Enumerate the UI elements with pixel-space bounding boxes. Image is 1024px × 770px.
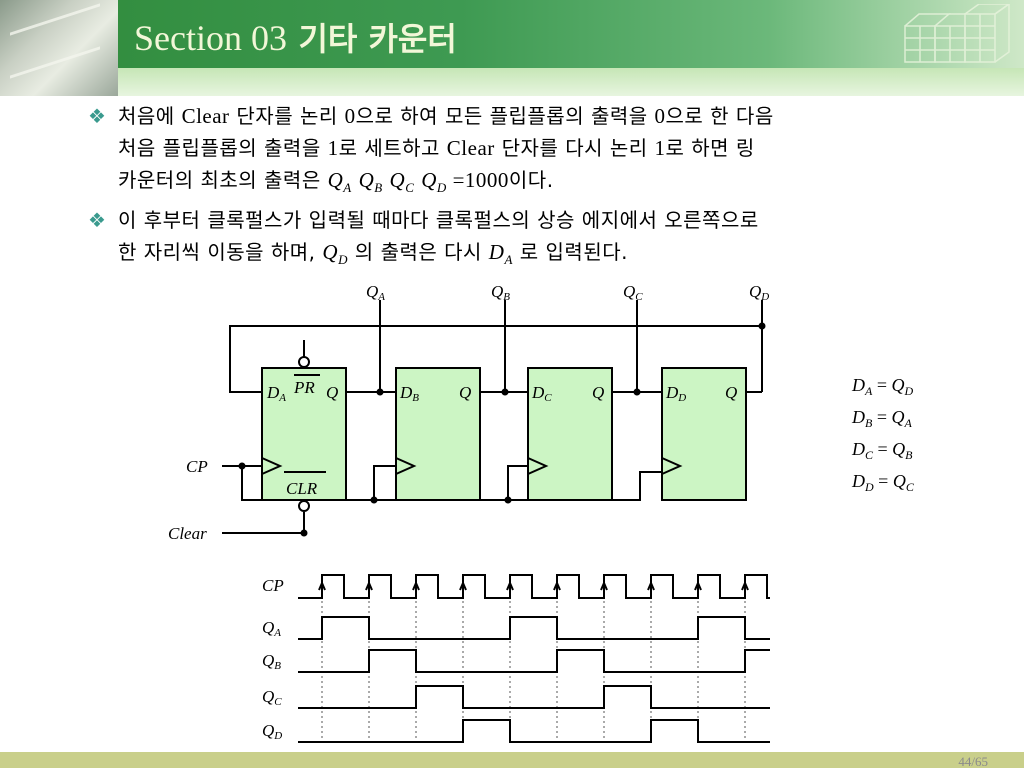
diamond-bullet-icon: ❖ (88, 104, 107, 128)
qd-symbol: QD (421, 168, 447, 196)
ff-b-q-label: Q (459, 383, 471, 402)
clock-rising-arrow (412, 580, 420, 591)
junction-dot (501, 388, 509, 396)
bullet-1-line-2: 처음 플립플롭의 출력을 1로 세트하고 Clear 단자를 다시 논리 1로 … (118, 136, 755, 160)
header-subbar (118, 68, 1024, 96)
ff-c-d-label: DC (531, 383, 552, 404)
equation-4: DD = QC (851, 471, 915, 494)
da-symbol: DA (488, 240, 513, 268)
feedback-wire (229, 325, 762, 393)
clock-rising-arrow (647, 580, 655, 591)
qc-waveform (298, 685, 770, 709)
junction-dot (758, 322, 766, 330)
bullet-2-line-1: 이 후부터 클록펄스가 입력될 때마다 클록펄스의 상승 에지에서 오른쪽으로 (118, 208, 759, 233)
cube-blocks-icon (904, 4, 1011, 63)
junction-dot (238, 462, 246, 470)
clock-triangle-c (527, 457, 549, 475)
ff-a-d-label: DA (266, 383, 286, 404)
qd-waveform (298, 719, 770, 743)
timing-label-3: QC (262, 687, 282, 708)
clock-rising-arrow (506, 580, 514, 591)
page-number: 44/65 (958, 754, 988, 769)
equation-1: DA = QD (851, 375, 914, 398)
clear-wire (222, 512, 305, 534)
timing-diagram: CP QA QB QC QD (262, 574, 770, 745)
clock-rising-arrow (365, 580, 373, 591)
junction-dot (370, 496, 378, 504)
junction-dot (300, 529, 308, 537)
ff-b-d-label: DB (399, 383, 419, 404)
clock-triangle-a (261, 457, 283, 475)
pr-bubble (298, 356, 310, 368)
section-title: 기타 카운터 (298, 20, 457, 58)
clock-rising-arrow (741, 580, 749, 591)
clock-rising-arrow (694, 580, 702, 591)
ff-a-pr-label: PR (293, 378, 315, 397)
diamond-bullet-icon: ❖ (88, 208, 107, 233)
page-title: Section 03 기타 카운터 (134, 14, 457, 60)
junction-dot (633, 388, 641, 396)
qd-symbol: QD (322, 240, 348, 268)
cp-waveform (298, 574, 770, 599)
header-photo (0, 0, 118, 96)
clock-rising-arrow (318, 580, 326, 591)
cp-label: CP (186, 457, 208, 476)
qa-label: QA (366, 282, 385, 303)
timing-label-4: QD (262, 721, 282, 742)
ff-c-q-label: Q (592, 383, 604, 402)
clock-rising-arrow (600, 580, 608, 591)
qb-waveform (298, 649, 770, 673)
bullet-1-line-1: 처음에 Clear 단자를 논리 0으로 하여 모든 플립플롭의 출력을 0으로… (118, 104, 774, 128)
bullet-1: ❖ 처음에 Clear 단자를 논리 0으로 하여 모든 플립플롭의 출력을 0… (88, 100, 988, 204)
flip-flop-c (527, 367, 613, 501)
clr-bubble (298, 500, 310, 512)
ff-a-clr-label: CLR (286, 479, 318, 498)
flip-flop-d (661, 367, 747, 501)
ff-d-q-label: Q (725, 383, 737, 402)
junction-dot (504, 496, 512, 504)
clock-triangle-b (395, 457, 417, 475)
clock-rising-arrow (553, 580, 561, 591)
bullet-2: ❖ 이 후부터 클록펄스가 입력될 때마다 클록펄스의 상승 에지에서 오른쪽으… (88, 204, 988, 276)
equation-2: DB = QA (851, 407, 913, 430)
timing-label-2: QB (262, 651, 281, 672)
bullet-1-line-3: 카운터의 최초의 출력은 QA QB QC QD =1000이다. (118, 168, 554, 196)
timing-label-0: CP (262, 576, 284, 595)
equation-3: DC = QB (851, 439, 913, 462)
clock-triangle-d (661, 457, 683, 475)
timing-label-1: QA (262, 618, 281, 639)
qb-symbol: QB (358, 168, 383, 196)
qa-symbol: QA (327, 168, 352, 196)
qb-label: QB (491, 282, 510, 303)
bullet-2-line-2: 한 자리씩 이동을 하며, QD 의 출력은 다시 DA 로 입력된다. (118, 240, 628, 268)
footer-bar (0, 752, 1024, 768)
equation-list: DA = QD DB = QA DC = QB DD = QC (851, 375, 915, 494)
qa-waveform (298, 616, 770, 640)
slide-body: ❖ 처음에 Clear 단자를 논리 0으로 하여 모든 플립플롭의 출력을 0… (88, 100, 988, 276)
slide-header (0, 0, 1024, 68)
section-label: Section 03 (134, 18, 287, 58)
junction-dot (376, 388, 384, 396)
clock-rising-arrow (459, 580, 467, 591)
clear-label: Clear (168, 524, 207, 543)
clock-bus (241, 465, 662, 501)
ff-d-d-label: DD (665, 383, 686, 404)
flip-flop-a (261, 367, 347, 501)
ff-a-q-label: Q (326, 383, 338, 402)
qd-label: QD (749, 282, 769, 303)
flip-flop-b (395, 367, 481, 501)
qc-symbol: QC (389, 168, 415, 196)
qc-label: QC (623, 282, 643, 303)
